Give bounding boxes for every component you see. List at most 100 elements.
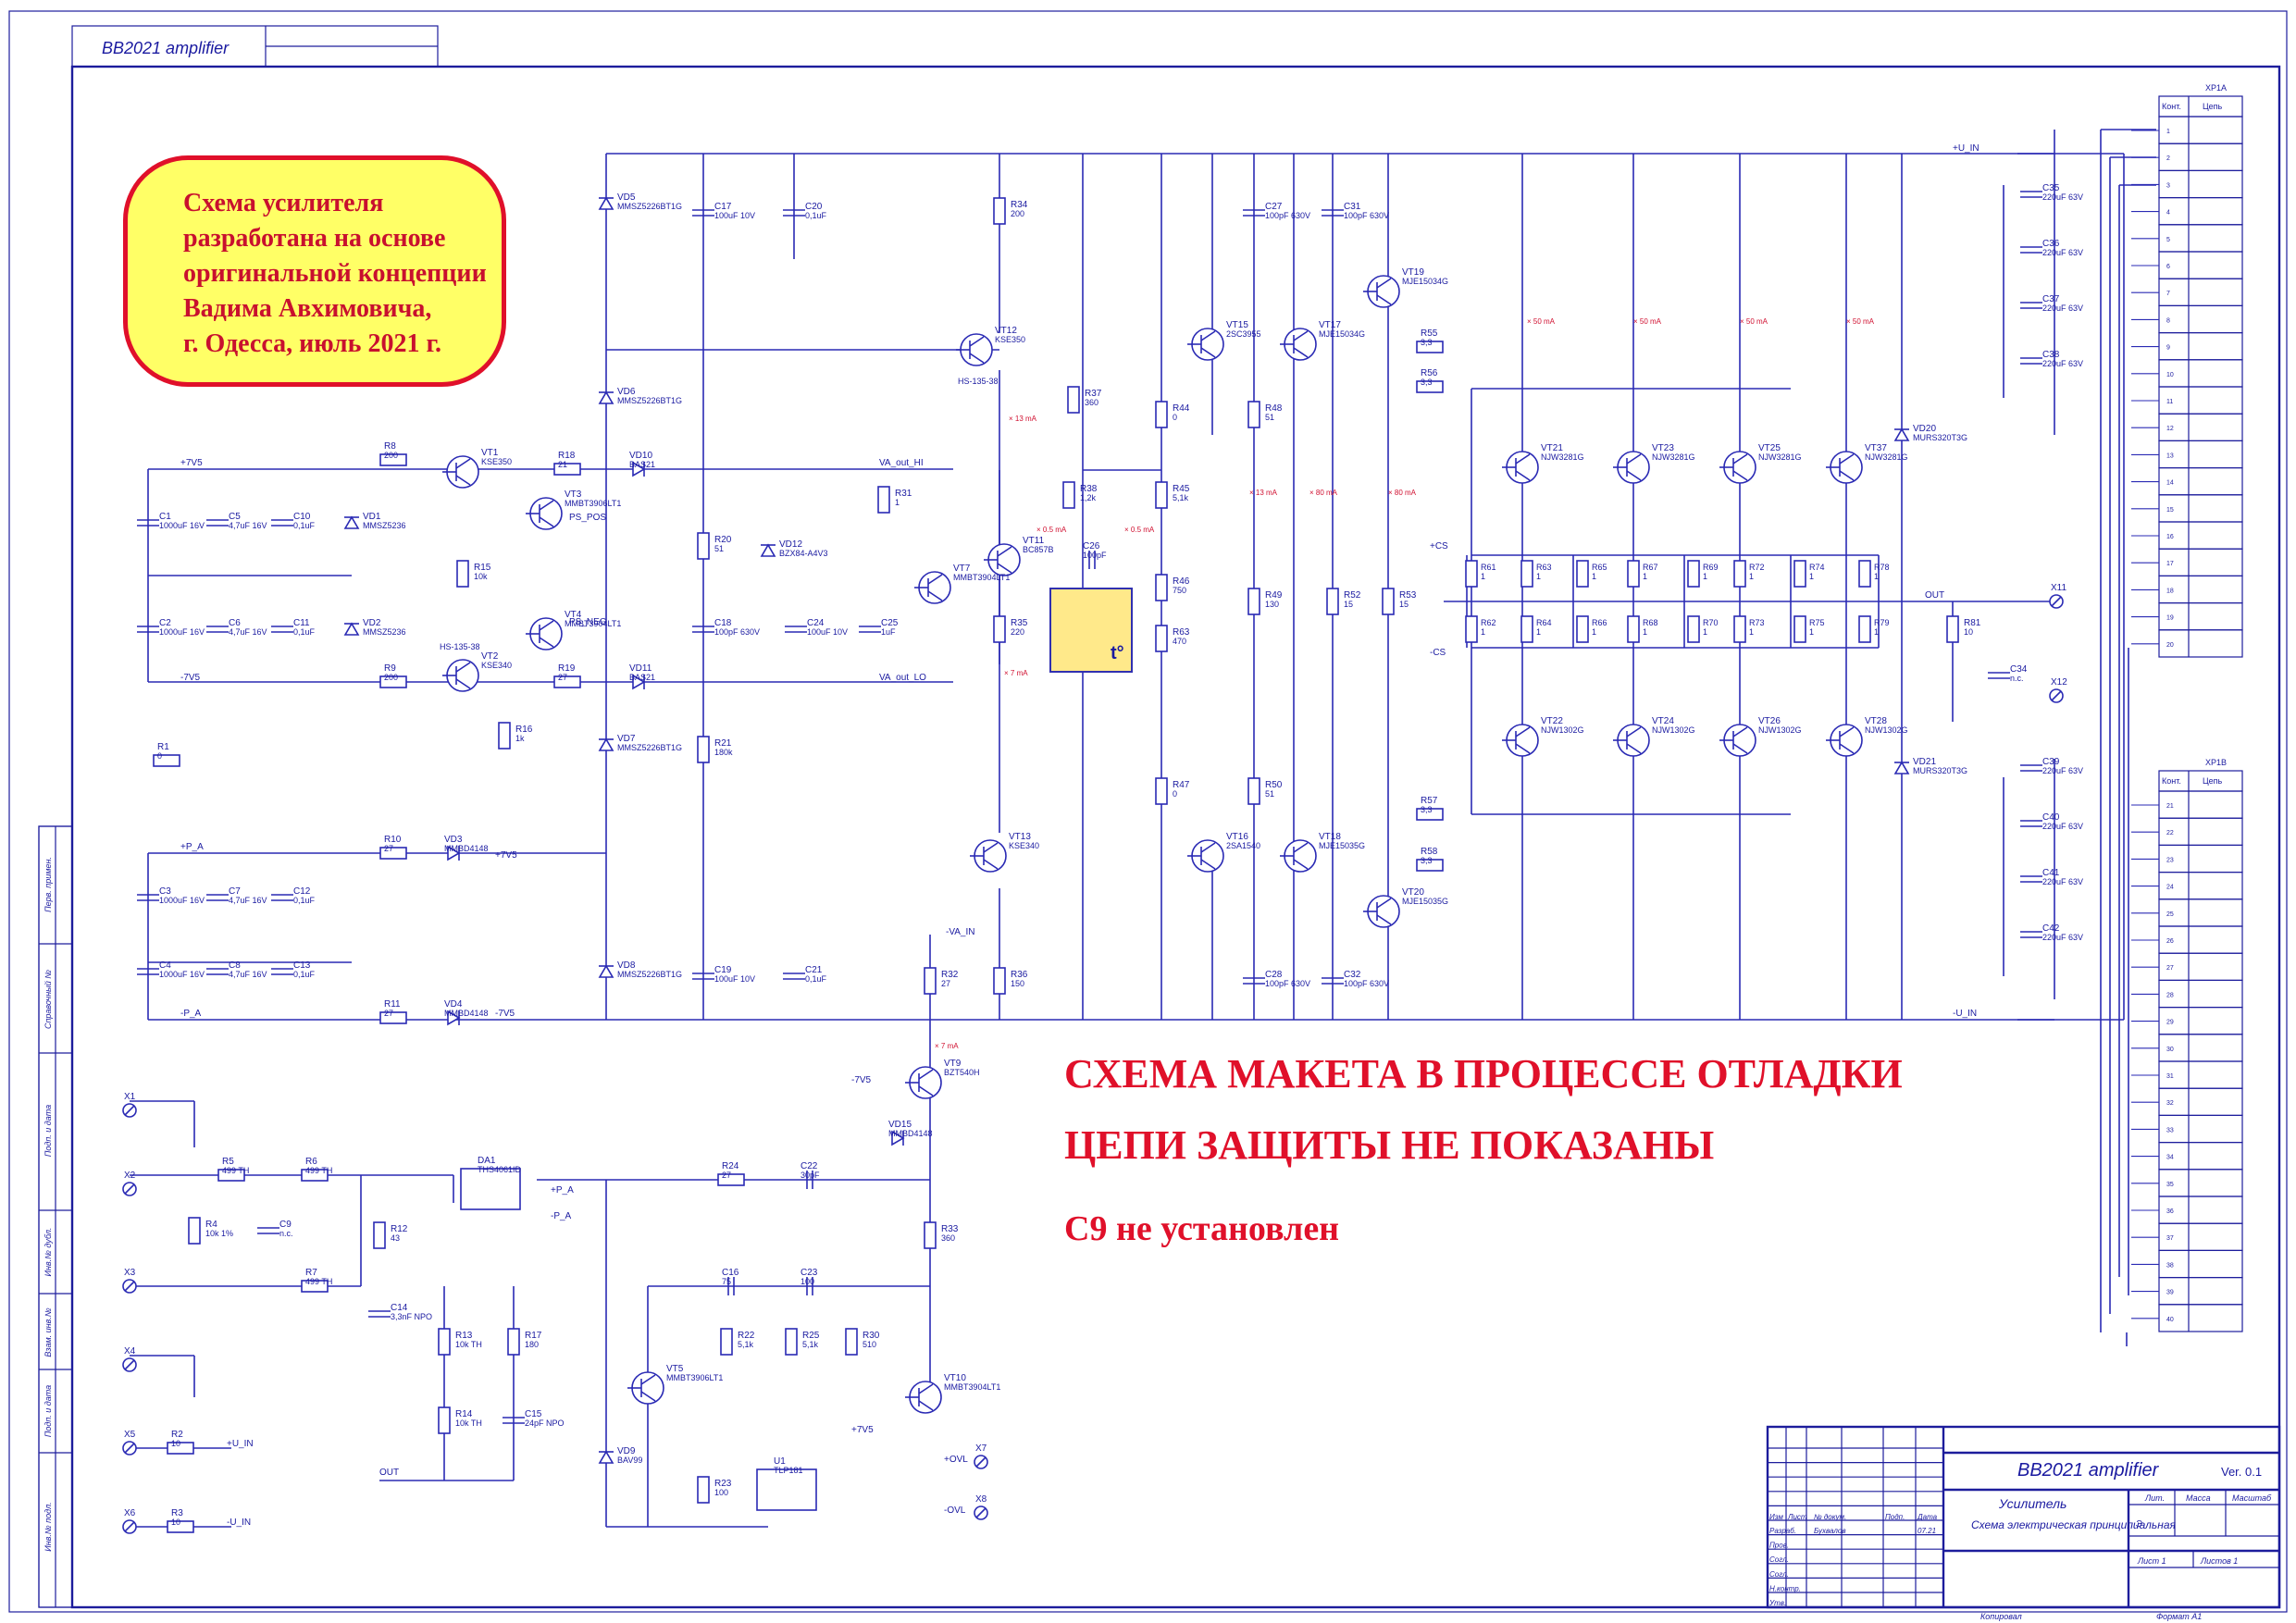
component-vd7 bbox=[598, 737, 614, 751]
value-vd11: BAS21 bbox=[629, 673, 655, 682]
ref-c21: C21 bbox=[805, 965, 823, 975]
component-vt1 bbox=[442, 455, 479, 489]
component-c39 bbox=[2020, 764, 2042, 772]
component-vt28 bbox=[1826, 724, 1863, 757]
component-c41 bbox=[2020, 875, 2042, 883]
connector-col2: Цепь bbox=[2203, 776, 2223, 786]
ref-r34: R34 bbox=[1011, 200, 1028, 210]
title-block-copied: Копировал bbox=[1980, 1612, 2022, 1621]
ref-c36: C36 bbox=[2042, 239, 2060, 249]
value-r16: 1k bbox=[515, 734, 525, 743]
component-c40 bbox=[2020, 820, 2042, 827]
component-r32 bbox=[924, 967, 937, 995]
value-vt25: NJW3281G bbox=[1758, 452, 1802, 462]
ref-vd21: VD21 bbox=[1913, 757, 1936, 767]
ref-vt5: VT5 bbox=[666, 1364, 684, 1374]
title-block-date: 07.21 bbox=[1917, 1527, 1936, 1535]
value-vt2: KSE340 bbox=[481, 661, 512, 670]
component-r7 bbox=[301, 1280, 329, 1293]
component-vt24 bbox=[1613, 724, 1650, 757]
value-r47: 0 bbox=[1173, 789, 1177, 799]
net-label-ps-pos: PS_POS bbox=[569, 513, 606, 523]
wires bbox=[130, 129, 2156, 1528]
component-r70 bbox=[1687, 615, 1700, 643]
value-vd5: MMSZ5226BT1G bbox=[617, 202, 682, 211]
value-c10: 0,1uF bbox=[293, 521, 316, 530]
component-r34 bbox=[993, 197, 1006, 225]
value-vt20: MJE15035G bbox=[1402, 897, 1448, 906]
component-r20 bbox=[697, 532, 710, 560]
ref-vt10: VT10 bbox=[944, 1373, 966, 1383]
connector-pin: 6 bbox=[2166, 264, 2170, 270]
title-block-role: Утв. bbox=[1769, 1599, 1786, 1607]
component-c3 bbox=[137, 894, 159, 901]
value-c8: 4,7uF 16V bbox=[229, 970, 267, 979]
title-block-role: Разраб. bbox=[1769, 1527, 1796, 1535]
value-r13: 10k TH bbox=[455, 1340, 482, 1349]
net-label-pa-neg: -P_A bbox=[180, 1009, 202, 1019]
connector-pin: 2 bbox=[2166, 155, 2170, 162]
ref-r7: R7 bbox=[305, 1268, 317, 1278]
connector-pin: 34 bbox=[2166, 1155, 2174, 1161]
component-c36 bbox=[2020, 246, 2042, 254]
connector-pin: 19 bbox=[2166, 615, 2174, 622]
title-block-sheets: Листов 1 bbox=[2200, 1556, 2238, 1566]
value-vt11: BC857B bbox=[1023, 545, 1054, 554]
ref-vd9: VD9 bbox=[617, 1446, 636, 1456]
connector-pin: 38 bbox=[2166, 1262, 2174, 1269]
component-r50 bbox=[1247, 777, 1260, 805]
component-vt18 bbox=[1280, 839, 1317, 873]
value-vd15: MMBD4148 bbox=[888, 1129, 933, 1138]
value-vt17: MJE15034G bbox=[1319, 329, 1365, 339]
value-r73: 1 bbox=[1749, 627, 1754, 637]
value-c9: n.c. bbox=[279, 1229, 293, 1238]
component-vd8 bbox=[598, 964, 614, 978]
value-vd6: MMSZ5226BT1G bbox=[617, 396, 682, 405]
ref-vt24: VT24 bbox=[1652, 716, 1674, 726]
current-annotation: × 50 mA bbox=[1527, 317, 1556, 326]
value-vd2: MMSZ5236 bbox=[363, 627, 406, 637]
component-r58 bbox=[1416, 859, 1444, 872]
ref-vd12: VD12 bbox=[779, 539, 802, 550]
component-r2 bbox=[167, 1442, 194, 1455]
title-block-name: BB2021 amplifier bbox=[2017, 1460, 2160, 1481]
component-c15 bbox=[503, 1417, 525, 1424]
ref-r45: R45 bbox=[1173, 484, 1190, 494]
value-r53: 15 bbox=[1399, 600, 1409, 609]
connector-pin: 10 bbox=[2166, 372, 2174, 378]
connector-pin: 31 bbox=[2166, 1073, 2174, 1080]
connector-pin: 37 bbox=[2166, 1235, 2174, 1242]
value-r37: 360 bbox=[1085, 398, 1098, 407]
connector-title: XP1B bbox=[2205, 758, 2227, 767]
ref-c9: C9 bbox=[279, 1220, 292, 1230]
title-block-role: Н.контр. bbox=[1769, 1584, 1801, 1592]
ref-r23: R23 bbox=[714, 1479, 732, 1489]
component-vt22 bbox=[1502, 724, 1539, 757]
terminal-label: X6 bbox=[124, 1508, 136, 1518]
thermal-sensor-highlight bbox=[1049, 588, 1133, 673]
value-c17: 100uF 10V bbox=[714, 211, 755, 220]
component-r14 bbox=[438, 1406, 451, 1434]
connector-pin: 7 bbox=[2166, 291, 2170, 297]
value-r30: 510 bbox=[863, 1340, 876, 1349]
component-r57 bbox=[1416, 808, 1444, 821]
ref-c40: C40 bbox=[2042, 812, 2060, 823]
ref-vd7: VD7 bbox=[617, 734, 636, 744]
ref-r38: R38 bbox=[1080, 484, 1098, 494]
net-label-v7-pos-2: +7V5 bbox=[851, 1425, 874, 1435]
ref-c6: C6 bbox=[229, 618, 241, 628]
component-r52 bbox=[1326, 588, 1339, 615]
value-c26: 100pF bbox=[1083, 551, 1107, 560]
thermal-symbol: t° bbox=[1111, 643, 1124, 663]
value-r6: 499 TH bbox=[305, 1166, 332, 1175]
value-vt22: NJW1302G bbox=[1541, 725, 1584, 735]
component-r46 bbox=[1155, 574, 1168, 601]
value-r48: 51 bbox=[1265, 413, 1274, 422]
component-c21 bbox=[783, 973, 805, 980]
component-r18 bbox=[553, 463, 581, 476]
component-vd5 bbox=[598, 196, 614, 210]
component-vt3 bbox=[526, 497, 563, 530]
title-block-role: Пров. bbox=[1769, 1542, 1789, 1550]
component-c20 bbox=[783, 209, 805, 217]
component-glyphs bbox=[137, 191, 2042, 1533]
